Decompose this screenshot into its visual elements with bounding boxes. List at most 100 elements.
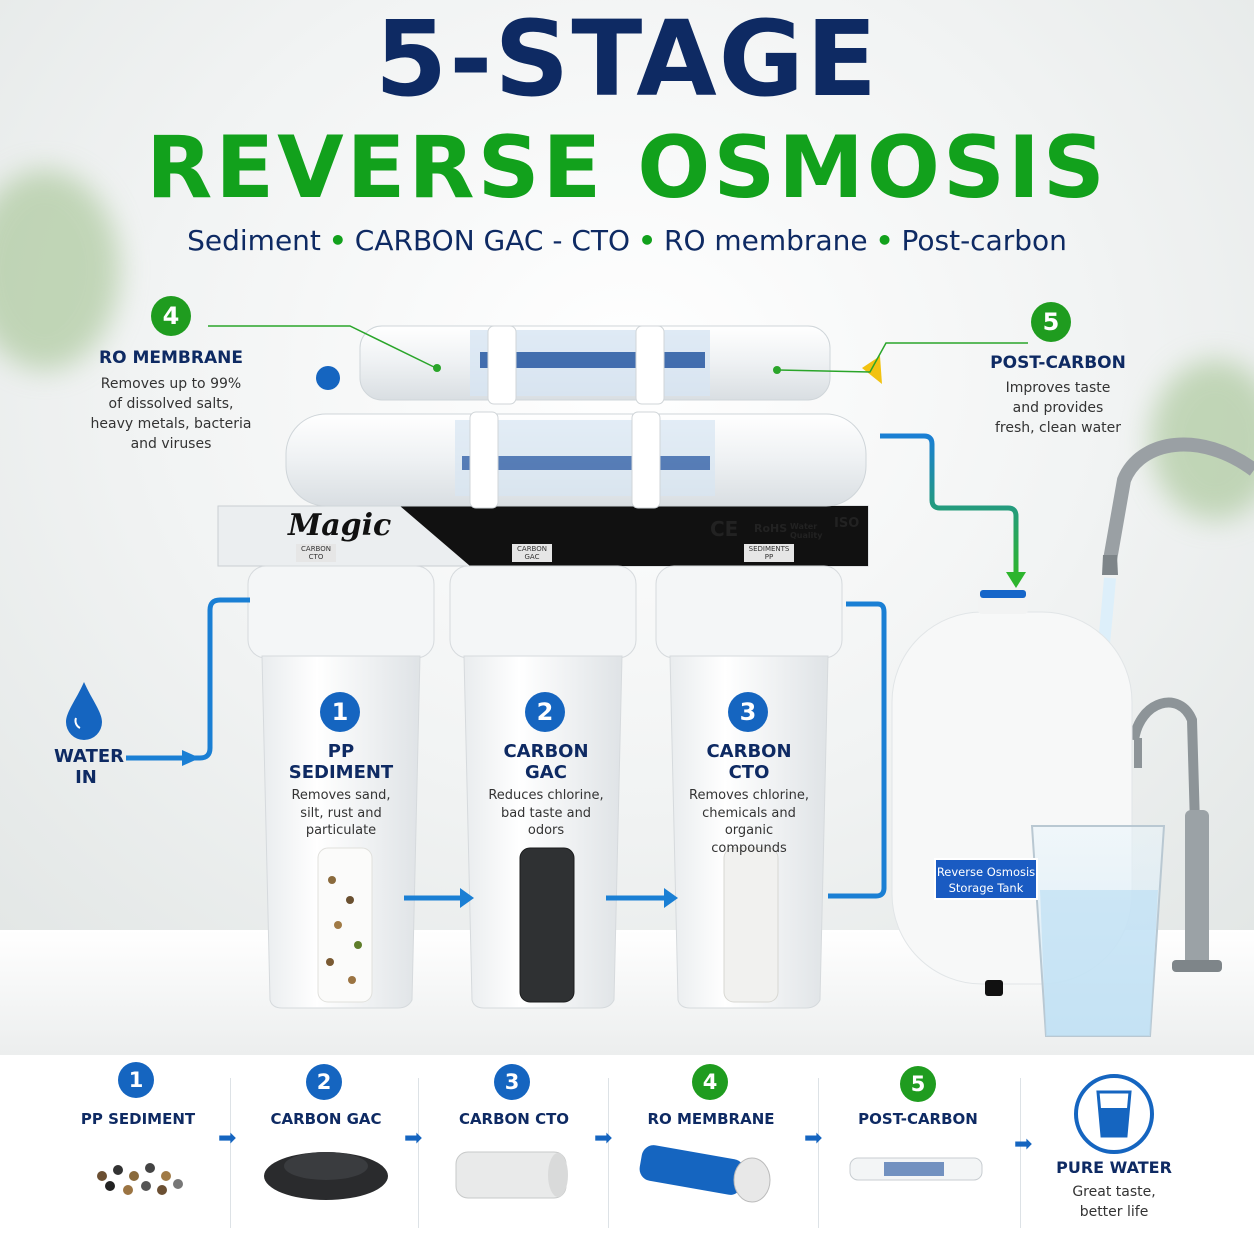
arrow-right-icon: ➡: [1014, 1132, 1033, 1157]
water-drop-icon: [66, 682, 102, 740]
bottom-step-1-label: PP SEDIMENT: [80, 1110, 196, 1128]
ce-mark: CE: [710, 517, 739, 541]
stage-desc-line: Removes chlorine,: [689, 788, 809, 803]
pure-water-line: Great taste,: [1072, 1184, 1156, 1200]
stage-3-badge: 3: [728, 692, 768, 732]
stage-title-line: GAC: [525, 762, 567, 783]
arrow-right-icon: ➡: [594, 1126, 613, 1151]
bottom-step-3-label: CARBON CTO: [458, 1110, 570, 1128]
bottom-step-1-badge: 1: [118, 1062, 154, 1098]
iso-mark: ISO: [834, 516, 860, 531]
water-quality-mark: Water Quality: [790, 522, 823, 540]
stage-desc-line: bad taste and: [500, 805, 592, 821]
callout-line: of dissolved salts,: [108, 396, 234, 412]
callout-line: and viruses: [130, 436, 212, 452]
blurred-plant-left: [0, 170, 120, 370]
stage-desc-line: particulate: [305, 823, 377, 838]
tank-label-line: Reverse Osmosis: [936, 865, 1036, 879]
pp-sediment-icon: [97, 1163, 183, 1195]
post-carbon-callout-text: Improves taste and provides fresh, clean…: [970, 378, 1146, 438]
stage-desc-line: chemicals and: [702, 805, 796, 821]
arrow-right-icon: ➡: [404, 1126, 423, 1151]
ro-faucet: [1129, 697, 1222, 972]
bottom-step-2-badge: 2: [306, 1064, 342, 1100]
pure-water-title: PURE WATER: [1056, 1158, 1172, 1177]
subline-separator: •: [328, 224, 347, 257]
post-carbon-housing: [285, 411, 867, 509]
stage-5-badge: 5: [1031, 302, 1071, 342]
brand-logo: Magic: [288, 508, 392, 543]
stage-desc-line: odors: [527, 823, 565, 838]
divider: [418, 1078, 419, 1228]
ro-membrane-callout-text: Removes up to 99% of dissolved salts, he…: [76, 374, 266, 454]
pure-water-text: Great taste, better life: [1056, 1182, 1172, 1222]
canister-2: [449, 565, 637, 1009]
subline-item: CARBON GAC - CTO: [354, 224, 631, 257]
pure-water-icon: [1074, 1074, 1154, 1154]
post-carbon-callout-title: POST-CARBON: [990, 353, 1126, 373]
rohs-mark: RoHS: [754, 522, 788, 535]
bottom-step-4-label: RO MEMBRANE: [647, 1110, 775, 1128]
bottom-step-4-badge: 4: [692, 1064, 728, 1100]
post-carbon-icon: [849, 1157, 983, 1181]
callout-line: Removes up to 99%: [100, 376, 242, 392]
canister-1: [247, 565, 435, 1009]
headline-stage-count: 5-STAGE: [374, 0, 880, 120]
pure-water-line: better life: [1079, 1204, 1149, 1220]
water-in-line: WATER: [54, 746, 125, 767]
ro-membrane-housing: [316, 325, 882, 405]
glass-of-water: [1030, 825, 1166, 1037]
housing-tag: CARBON CTO: [296, 544, 336, 562]
storage-tank-label: Reverse Osmosis Storage Tank: [934, 858, 1038, 900]
stage-title-line: CARBON: [706, 741, 792, 762]
callout-line: heavy metals, bacteria: [90, 416, 252, 432]
bottom-step-5-badge: 5: [900, 1066, 936, 1102]
divider: [1020, 1078, 1021, 1228]
stages-subline: Sediment•CARBON GAC - CTO•RO membrane•Po…: [0, 222, 1254, 260]
water-in-label: WATER IN: [54, 746, 125, 788]
flow-lines: [126, 433, 1026, 908]
tank-label-line: Storage Tank: [948, 881, 1024, 895]
divider: [608, 1078, 609, 1228]
callout-line: Improves taste: [1005, 380, 1111, 396]
ro-membrane-callout-title: RO MEMBRANE: [99, 348, 243, 368]
stage-desc-line: compounds: [711, 840, 787, 856]
stage-title-line: CARBON: [503, 741, 589, 762]
arrow-right-icon: ➡: [804, 1126, 823, 1151]
callout-line: fresh, clean water: [994, 420, 1122, 436]
arrow-right-icon: ➡: [218, 1126, 237, 1151]
ro-membrane-icon: [639, 1145, 771, 1203]
bottom-legend-panel: [0, 1055, 1254, 1254]
subline-item: Post-carbon: [901, 224, 1067, 257]
stage-desc-line: Removes sand,: [291, 788, 391, 803]
bottom-step-5-label: POST-CARBON: [858, 1110, 978, 1128]
stage-2-title: CARBON GAC: [476, 741, 616, 783]
divider: [230, 1078, 231, 1228]
bottom-step-3-badge: 3: [494, 1064, 530, 1100]
stage-desc-line: Reduces chlorine,: [488, 788, 604, 803]
subline-separator: •: [875, 224, 894, 257]
subline-item: Sediment: [187, 224, 321, 257]
subline-item: RO membrane: [663, 224, 868, 257]
headline-reverse-osmosis: REVERSE OSMOSIS: [146, 118, 1108, 218]
callout-leaders: [208, 325, 1028, 374]
subline-separator: •: [638, 224, 656, 257]
stage-desc-line: silt, rust and: [300, 805, 382, 821]
stage-1-badge: 1: [320, 692, 360, 732]
stage-2-badge: 2: [525, 692, 565, 732]
canister-3: [655, 565, 843, 1009]
stage-title-line: PP: [327, 741, 355, 762]
callout-line: and provides: [1012, 400, 1104, 416]
carbon-gac-icon: [264, 1152, 388, 1200]
housing-tag: CARBON GAC: [512, 544, 552, 562]
stage-title-line: SEDIMENT: [288, 762, 394, 783]
stage-desc-line: organic: [724, 823, 774, 838]
water-in-line: IN: [75, 767, 97, 788]
housing-tag: SEDIMENTS PP: [744, 544, 794, 562]
stage-2-description: Reduces chlorine, bad taste and odors: [476, 787, 616, 840]
stage-1-description: Removes sand, silt, rust and particulate: [271, 787, 411, 840]
stage-3-description: Removes chlorine, chemicals and organic …: [679, 787, 819, 857]
stage-title-line: CTO: [728, 762, 770, 783]
kitchen-faucet: [1102, 437, 1254, 575]
